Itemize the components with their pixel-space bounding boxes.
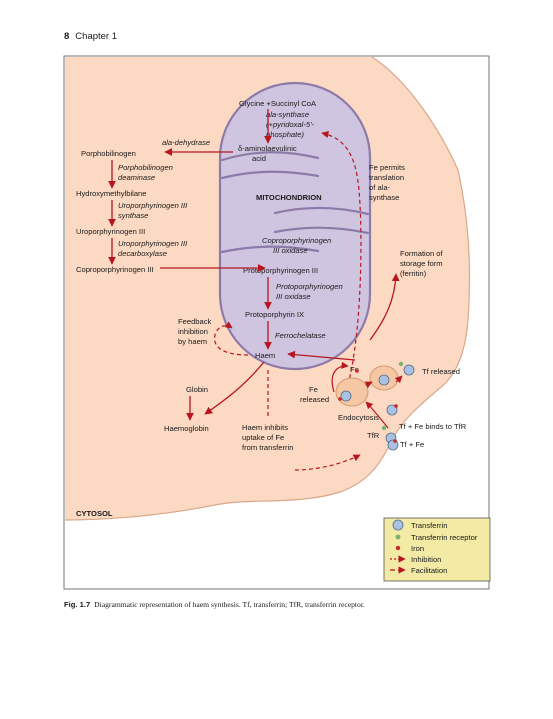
iron-icon [395,545,401,551]
legend: Transferrin Transferrin receptor Iron In… [383,517,491,582]
transferrin-cycle [331,361,415,451]
haemoglobin: Haemoglobin [164,424,209,433]
ala-dehydrase-label: ala-dehydrase [162,138,210,147]
porphobilinogen-deaminase-line2: deaminase [118,173,155,182]
uroporphyrinogen-synthase: Uroporphyrinogen III [118,201,188,210]
uroporphyrinogen-decarboxylase: Uroporphyrinogen III [118,239,188,248]
fe-permits-arrow [321,130,362,386]
feedback-inhibition: Feedback [178,317,212,326]
haem-inhibits-line3: from transferrin [242,443,293,452]
storage-formation: Formation of [400,249,444,258]
dashed-arrows [214,130,362,471]
protoporphyrin-ix: Protoporphyrin IX [245,310,304,319]
hydroxymethylbilane: Hydroxymethylbilane [76,189,146,198]
coproporphyrinogen-oxidase-line2: III oxidase [273,246,308,255]
haem: Haem [255,351,275,360]
tf-released: Tf released [422,367,460,376]
tfr-label: TfR [367,431,380,440]
feedback-inhibition-line3: by haem [178,337,207,346]
protoporphyrinogen-iii: Protoporphyrinogen III [243,266,318,275]
fe-permits-translation-line4: synthase [369,193,399,202]
coproporphyrinogen-iii: Coproporphyrinogen III [76,265,154,274]
fe-permits-translation: Fe permits [369,163,405,172]
caption-label: Fig. 1.7 [64,600,91,609]
cytosol-label: CYTOSOL [76,509,113,518]
haem-inhibits: Haem inhibits [242,423,288,432]
uroporphyrinogen-synthase-line2: synthase [118,211,148,220]
mitochondrion-cristae [220,151,370,254]
storage-formation-line2: storage form [400,259,443,268]
feedback-inhibition-arrow [214,321,249,356]
mitochondrion-label: MITOCHONDRION [256,193,322,202]
storage-formation-line3: (ferritin) [400,269,427,278]
haem-inhibits-line2: uptake of Fe [242,433,284,442]
ala-synthase-cofactor-end: phosphate) [265,130,304,139]
fe-permits-translation-line3: of ala- [369,183,391,192]
caption-text: Diagrammatic representation of haem synt… [94,600,365,609]
pathway-arrows [108,109,400,421]
fe-released: Fe [309,385,318,394]
receptor-icon [395,534,401,540]
feedback-inhibition-line2: inhibition [178,327,208,336]
ala-synthase-cofactor: (+pyridoxal-5'- [266,120,315,129]
legend-transferrin: Transferrin [411,521,447,530]
protoporphyrinogen-oxidase: Protoporphyrinogen [276,282,343,291]
aminolaevulinic-acid: δ-aminolaevulinic [238,144,297,153]
fe-released-line2: released [300,395,329,404]
page-header: 8 Chapter 1 [64,31,117,42]
tf-fe-binds-tfr: Tf + Fe binds to TfR [399,422,467,431]
glycine-succinyl-coa: Glycine +Succinyl CoA [239,99,317,108]
globin: Globin [186,385,208,394]
uroporphyrinogen-iii: Uroporphyrinogen III [76,227,145,236]
legend-iron: Iron [411,544,424,553]
tf-plus-fe: Tf + Fe [400,440,424,449]
legend-receptor: Transferrin receptor [411,533,478,542]
fe-label: Fe [350,365,359,374]
transferrin-icon [392,519,404,531]
porphobilinogen-deaminase: Porphobilinogen [118,163,173,172]
page-number: 8 [64,31,70,42]
endocytosis-label: Endocytosis [338,413,379,422]
chapter-title: Chapter 1 [75,31,118,42]
figure-frame [63,55,490,590]
uroporphyrinogen-decarboxylase-line2: decarboxylase [118,249,167,258]
ferrochelatase-label: Ferrochelatase [275,331,326,340]
cell-membrane [64,56,471,521]
legend-inhibition: Inhibition [411,555,441,564]
porphobilinogen: Porphobilinogen [81,149,136,158]
ala-synthase-label: ala-synthase [266,110,309,119]
aminolaevulinic-acid-line2: acid [252,154,266,163]
legend-facilitation: Facilitation [411,566,447,575]
coproporphyrinogen-oxidase: Coproporphyrinogen [262,236,331,245]
protoporphyrinogen-oxidase-line2: III oxidase [276,292,311,301]
mitochondrion [218,81,372,371]
fe-permits-translation-line2: translation [369,173,404,182]
